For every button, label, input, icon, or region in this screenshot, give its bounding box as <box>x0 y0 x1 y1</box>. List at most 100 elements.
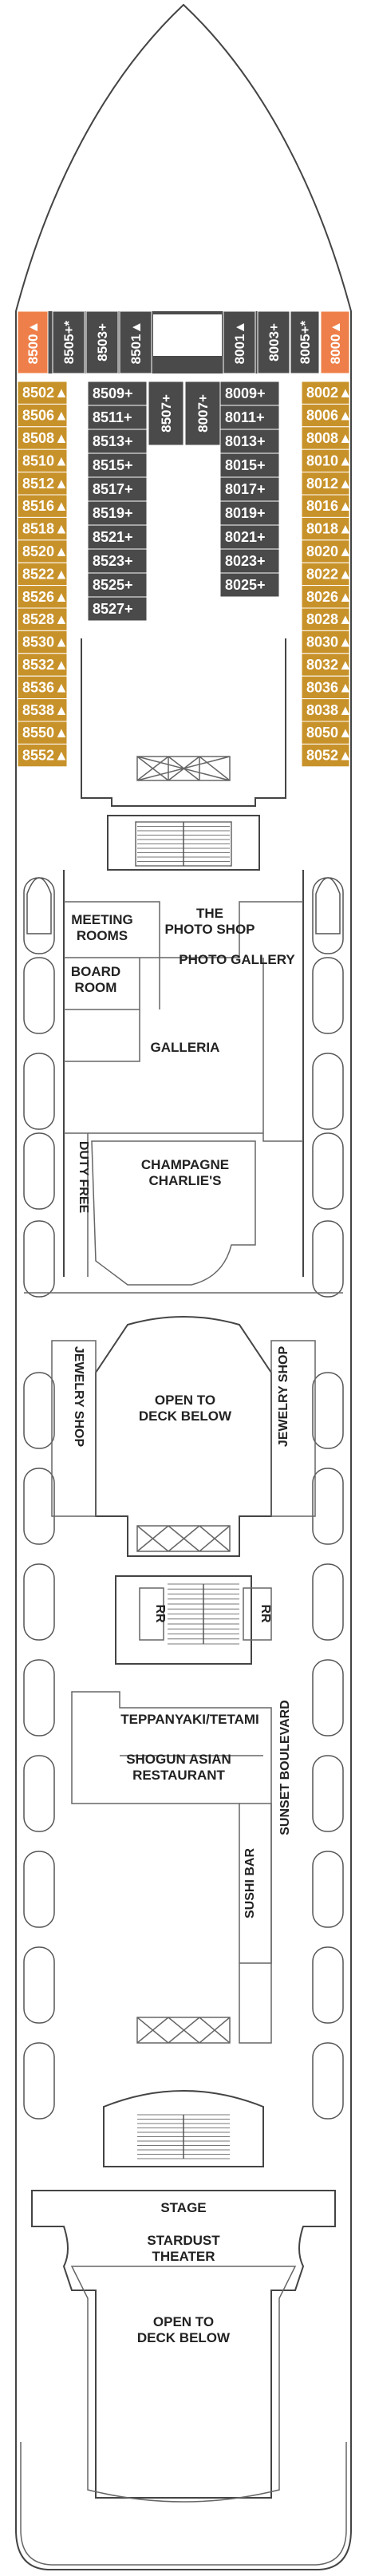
cabin-8512-number: 8512▲ <box>22 476 69 492</box>
cabin-8510[interactable]: 8510▲ <box>17 448 69 473</box>
cabin-8052[interactable]: 8052▲ <box>301 743 353 768</box>
cabin-8005[interactable]: 8005+* <box>290 310 320 374</box>
cabin-8022[interactable]: 8022▲ <box>301 562 353 587</box>
cabin-8532[interactable]: 8532▲ <box>17 653 69 677</box>
cabin-8023[interactable]: 8023+ <box>219 548 280 574</box>
cabin-8008[interactable]: 8008▲ <box>301 426 353 450</box>
cabin-8025[interactable]: 8025+ <box>219 572 280 598</box>
cabin-8500[interactable]: 8500▲ <box>17 310 49 374</box>
cabin-8052-number: 8052▲ <box>306 748 353 764</box>
cabin-8020[interactable]: 8020▲ <box>301 539 353 563</box>
cabin-8021[interactable]: 8021+ <box>219 524 280 550</box>
interior-walls <box>24 870 343 1294</box>
cabin-8511-box <box>87 405 148 430</box>
cabin-8012[interactable]: 8012▲ <box>301 472 353 496</box>
rr-right-box <box>243 1587 272 1641</box>
cabin-8538-box <box>17 698 68 722</box>
lifeboat-starboard <box>312 1851 344 1928</box>
cabin-8013[interactable]: 8013+ <box>219 429 280 454</box>
cabin-8511[interactable]: 8511+ <box>87 405 148 430</box>
cabin-8519[interactable]: 8519+ <box>87 500 148 526</box>
cabin-8036[interactable]: 8036▲ <box>301 675 353 700</box>
cabin-8032[interactable]: 8032▲ <box>301 653 353 677</box>
cabin-8006[interactable]: 8006▲ <box>301 403 353 428</box>
cabin-8538[interactable]: 8538▲ <box>17 698 69 722</box>
cabin-8521[interactable]: 8521+ <box>87 524 148 550</box>
cabin-8025-number: 8025+ <box>225 577 266 593</box>
cabin-8503[interactable]: 8503+ <box>85 310 119 374</box>
cabin-8028[interactable]: 8028▲ <box>301 607 353 631</box>
cabin-8552[interactable]: 8552▲ <box>17 743 69 768</box>
cabin-8026-number: 8026▲ <box>306 589 353 605</box>
cabin-8513[interactable]: 8513+ <box>87 429 148 454</box>
cabin-8002[interactable]: 8002▲ <box>301 381 353 405</box>
cabin-8023-number: 8023+ <box>225 553 266 569</box>
sunset-boulevard-label: SUNSET BOULEVARD <box>278 1700 292 1835</box>
cabin-8050[interactable]: 8050▲ <box>301 721 353 745</box>
cabin-8000[interactable]: 8000▲ <box>320 310 350 374</box>
lifeboat-port <box>23 1659 55 1736</box>
cabin-8050-number: 8050▲ <box>306 725 353 741</box>
cabin-8552-box <box>17 743 68 768</box>
cabin-8518-number: 8518▲ <box>22 521 69 537</box>
cabin-8007[interactable]: 8007+ <box>184 381 221 446</box>
cabin-8522[interactable]: 8522▲ <box>17 562 69 587</box>
jewelry-right-outline <box>270 1340 316 1517</box>
cabin-8527[interactable]: 8527+ <box>87 596 148 622</box>
cabin-8017[interactable]: 8017+ <box>219 476 280 502</box>
cabin-8026[interactable]: 8026▲ <box>301 585 353 609</box>
cabin-8010-box <box>301 448 350 473</box>
restaurant-walls <box>71 1691 272 2044</box>
cabin-8011-box <box>219 405 280 430</box>
cabin-8006-box <box>301 403 350 428</box>
aft-stairs-outline <box>103 2090 264 2167</box>
cabin-8517[interactable]: 8517+ <box>87 476 148 502</box>
cabin-8515-number: 8515+ <box>93 457 133 473</box>
cabin-8001[interactable]: 8001▲ <box>223 310 256 374</box>
cabin-8015[interactable]: 8015+ <box>219 452 280 478</box>
cabin-8523[interactable]: 8523+ <box>87 548 148 574</box>
lifeboat-starboard <box>312 1659 344 1736</box>
cabin-8550[interactable]: 8550▲ <box>17 721 69 745</box>
cabin-8512[interactable]: 8512▲ <box>17 472 69 496</box>
cabin-8010[interactable]: 8010▲ <box>301 448 353 473</box>
cabin-8520[interactable]: 8520▲ <box>17 539 69 563</box>
cabin-8502[interactable]: 8502▲ <box>17 381 69 405</box>
cabin-8022-number: 8022▲ <box>306 566 353 582</box>
cabin-8016[interactable]: 8016▲ <box>301 494 353 518</box>
jewelry-right-label: JEWELRY SHOP <box>277 1346 290 1448</box>
cabin-8527-number: 8527+ <box>93 601 133 617</box>
cabin-8009[interactable]: 8009+ <box>219 381 280 406</box>
cabin-8003[interactable]: 8003+ <box>257 310 290 374</box>
cabin-8506[interactable]: 8506▲ <box>17 403 69 428</box>
cabin-8013-number: 8013+ <box>225 433 266 449</box>
cabin-8018[interactable]: 8018▲ <box>301 516 353 541</box>
cabin-8501[interactable]: 8501▲ <box>119 310 152 374</box>
cabin-8528[interactable]: 8528▲ <box>17 607 69 631</box>
cabin-8530[interactable]: 8530▲ <box>17 630 69 654</box>
cabin-8509[interactable]: 8509+ <box>87 381 148 406</box>
cabin-8019[interactable]: 8019+ <box>219 500 280 526</box>
cabin-8516[interactable]: 8516▲ <box>17 494 69 518</box>
cabin-8552-number: 8552▲ <box>22 748 69 764</box>
cabin-8505-number: 8505+* <box>61 320 77 364</box>
champagne-bar-outline <box>91 1140 256 1286</box>
cabin-8536-number: 8536▲ <box>22 679 69 695</box>
cabin-8505[interactable]: 8505+* <box>52 310 85 374</box>
cabin-8038[interactable]: 8038▲ <box>301 698 353 722</box>
cabin-8508[interactable]: 8508▲ <box>17 426 69 450</box>
cabin-8550-number: 8550▲ <box>22 725 69 741</box>
cabin-8011[interactable]: 8011+ <box>219 405 280 430</box>
cabin-8522-number: 8522▲ <box>22 566 69 582</box>
lifeboat-port <box>23 1755 55 1832</box>
cabin-8030[interactable]: 8030▲ <box>301 630 353 654</box>
cabin-8550-box <box>17 721 68 745</box>
cabin-8526[interactable]: 8526▲ <box>17 585 69 609</box>
cabin-8510-box <box>17 448 68 473</box>
cabin-8507[interactable]: 8507+ <box>148 381 184 446</box>
cabin-8518[interactable]: 8518▲ <box>17 516 69 541</box>
cabin-8536[interactable]: 8536▲ <box>17 675 69 700</box>
cabin-8525[interactable]: 8525+ <box>87 572 148 598</box>
cabin-8515[interactable]: 8515+ <box>87 452 148 478</box>
